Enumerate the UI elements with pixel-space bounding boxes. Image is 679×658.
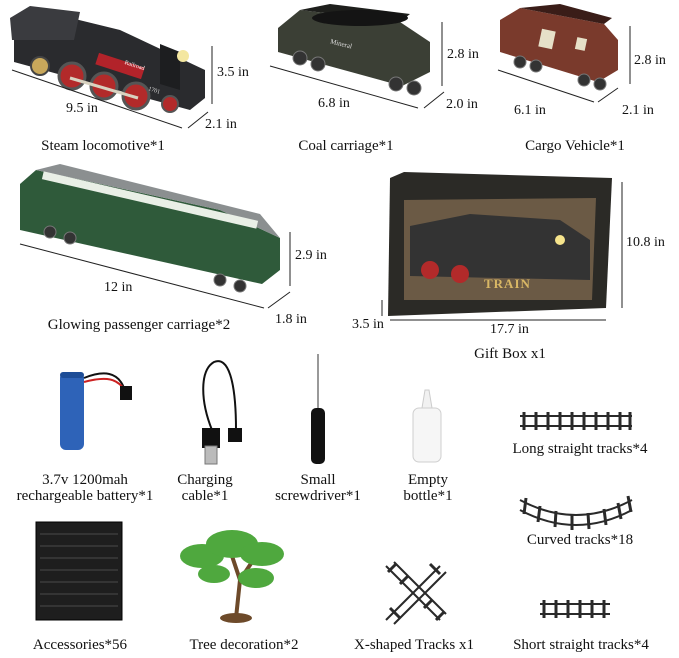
curved-tracks-caption: Curved tracks*18 — [526, 532, 634, 548]
locomotive-width: 2.1 in — [205, 117, 237, 132]
giftbox-height: 10.8 in — [626, 235, 665, 250]
x-tracks-caption: X-shaped Tracks x1 — [354, 637, 474, 653]
locomotive-plate: Railroad — [123, 59, 146, 73]
locomotive-number: 1701 — [147, 86, 161, 96]
bottle-caption-line2: bottle*1 — [403, 488, 453, 504]
tree-caption: Tree decoration*2 — [189, 637, 299, 653]
bottle-caption-line1: Empty — [408, 472, 448, 488]
cargo-caption: Cargo Vehicle*1 — [525, 138, 625, 154]
screwdriver-caption-line2: screwdriver*1 — [275, 488, 361, 504]
coal-width: 2.0 in — [446, 97, 478, 112]
cargo-height: 2.8 in — [634, 53, 666, 68]
coal-length: 6.8 in — [318, 96, 350, 111]
coal-caption: Coal carriage*1 — [298, 138, 394, 154]
passenger-length: 12 in — [104, 280, 133, 295]
coal-height: 2.8 in — [447, 47, 479, 62]
cable-caption-line1: Charging — [177, 472, 233, 488]
long-tracks-caption: Long straight tracks*4 — [512, 441, 648, 457]
gift-box-brand: TRAIN — [484, 276, 531, 291]
locomotive-height: 3.5 in — [217, 65, 249, 80]
passenger-width: 1.8 in — [275, 312, 307, 327]
giftbox-length: 17.7 in — [490, 322, 529, 337]
cargo-width: 2.1 in — [622, 103, 654, 118]
cable-caption-line2: cable*1 — [181, 488, 229, 504]
locomotive-caption: Steam locomotive*1 — [41, 138, 165, 154]
locomotive-length: 9.5 in — [66, 101, 98, 116]
passenger-caption: Glowing passenger carriage*2 — [47, 317, 231, 333]
screwdriver-caption-line1: Small — [300, 472, 336, 488]
short-tracks-caption: Short straight tracks*4 — [513, 637, 649, 653]
accessories-caption: Accessories*56 — [32, 637, 128, 653]
giftbox-width: 3.5 in — [352, 317, 384, 332]
passenger-height: 2.9 in — [295, 248, 327, 263]
coal-carriage-plate: Mineral — [329, 37, 353, 51]
battery-caption-line2: rechargeable battery*1 — [16, 488, 154, 504]
cargo-length: 6.1 in — [514, 103, 546, 118]
battery-caption-line1: 3.7v 1200mah — [42, 472, 128, 488]
giftbox-caption: Gift Box x1 — [474, 346, 546, 362]
